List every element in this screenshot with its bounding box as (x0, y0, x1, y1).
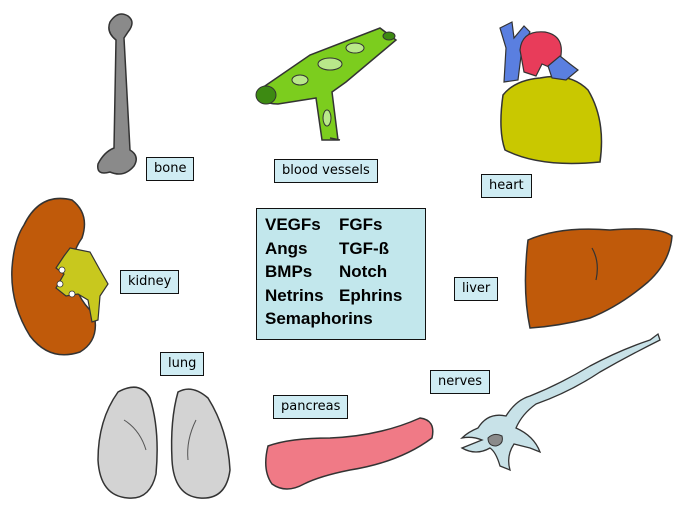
factor-angs: Angs (265, 237, 339, 261)
growth-factor-box: VEGFs FGFs Angs TGF-ß BMPs Notch Netrins… (256, 208, 426, 340)
factor-semaphorins: Semaphorins (265, 307, 373, 331)
pancreas-illustration (266, 418, 433, 489)
lung-illustration (98, 387, 230, 498)
label-kidney: kidney (120, 270, 179, 294)
kidney-illustration (12, 198, 108, 354)
factor-row: VEGFs FGFs (265, 213, 417, 237)
label-lung: lung (160, 352, 204, 376)
factor-row: BMPs Notch (265, 260, 417, 284)
bone-illustration (98, 14, 137, 174)
factor-row: Netrins Ephrins (265, 284, 417, 308)
label-bone: bone (146, 157, 194, 181)
blood-vessels-illustration (256, 28, 396, 140)
label-blood-vessels: blood vessels (274, 159, 378, 183)
factor-netrins: Netrins (265, 284, 339, 308)
nerve-illustration (462, 334, 660, 470)
liver-illustration (525, 229, 672, 328)
factor-bmps: BMPs (265, 260, 339, 284)
factor-notch: Notch (339, 260, 387, 284)
label-heart: heart (481, 174, 532, 198)
factor-ephrins: Ephrins (339, 284, 402, 308)
label-liver: liver (454, 277, 498, 301)
factor-fgfs: FGFs (339, 213, 382, 237)
heart-illustration (500, 22, 602, 164)
factor-tgf-beta: TGF-ß (339, 237, 389, 261)
factor-row: Angs TGF-ß (265, 237, 417, 261)
factor-vegfs: VEGFs (265, 213, 339, 237)
label-nerves: nerves (430, 370, 490, 394)
label-pancreas: pancreas (273, 395, 348, 419)
factor-row: Semaphorins (265, 307, 417, 331)
